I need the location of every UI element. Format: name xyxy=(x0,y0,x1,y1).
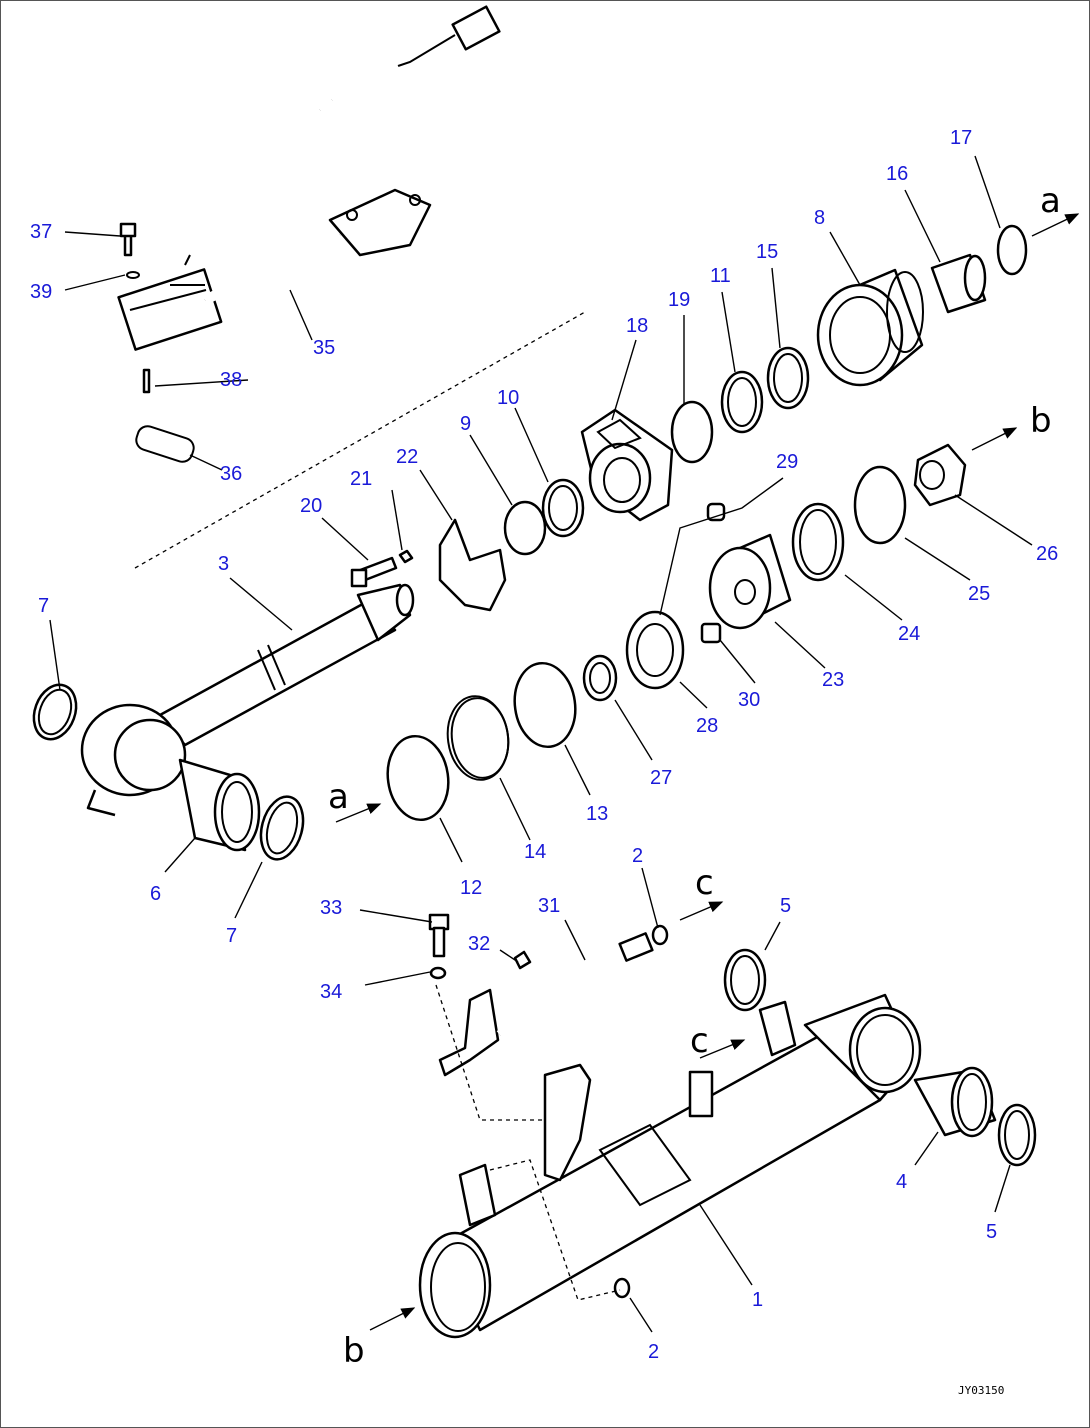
callout-27[interactable]: 27 xyxy=(650,767,672,789)
callout-37[interactable]: 37 xyxy=(30,221,52,243)
callout-20[interactable]: 20 xyxy=(300,495,322,517)
callout-10[interactable]: 10 xyxy=(497,387,519,409)
plug-2a xyxy=(651,924,669,946)
o-ring-13 xyxy=(513,661,577,749)
direction-mark-c: c xyxy=(690,1021,709,1061)
seal-7b xyxy=(259,795,305,861)
callout-34[interactable]: 34 xyxy=(320,981,342,1003)
direction-mark-a: a xyxy=(328,777,349,817)
callout-25[interactable]: 25 xyxy=(968,583,990,605)
callout-32[interactable]: 32 xyxy=(468,933,490,955)
ring-19 xyxy=(670,400,714,464)
callout-21[interactable]: 21 xyxy=(350,468,372,490)
piston-28 xyxy=(625,610,685,690)
cylinder-head-8 xyxy=(816,268,924,387)
callout-28[interactable]: 28 xyxy=(696,715,718,737)
callout-8[interactable]: 8 xyxy=(814,207,825,229)
callout-2[interactable]: 2 xyxy=(632,845,643,867)
callout-4[interactable]: 4 xyxy=(896,1171,907,1193)
washer-21 xyxy=(398,549,414,564)
callout-11[interactable]: 11 xyxy=(710,265,731,287)
callout-30[interactable]: 30 xyxy=(738,689,760,711)
callout-26[interactable]: 26 xyxy=(1036,543,1058,565)
washer-34 xyxy=(429,966,447,980)
callout-29[interactable]: 29 xyxy=(776,451,798,473)
wear-ring-24 xyxy=(791,502,845,582)
direction-mark-c: c xyxy=(695,863,714,903)
hose-31 xyxy=(438,932,654,1077)
stopper-18 xyxy=(580,408,674,522)
callout-13[interactable]: 13 xyxy=(586,803,608,825)
figure-reference: JY03150 xyxy=(958,1384,1004,1397)
callout-15[interactable]: 15 xyxy=(756,241,778,263)
callout-14[interactable]: 14 xyxy=(524,841,546,863)
callout-17[interactable]: 17 xyxy=(950,127,972,149)
callout-22[interactable]: 22 xyxy=(396,446,418,468)
callout-35[interactable]: 35 xyxy=(313,337,335,359)
callout-36[interactable]: 36 xyxy=(220,463,242,485)
callout-19[interactable]: 19 xyxy=(668,289,690,311)
callout-1[interactable]: 1 xyxy=(752,1289,763,1311)
backup-ring-14 xyxy=(446,695,510,781)
callout-6[interactable]: 6 xyxy=(150,883,161,905)
cylinder-tube xyxy=(418,993,922,1339)
callout-12[interactable]: 12 xyxy=(460,877,482,899)
direction-mark-a: a xyxy=(1040,181,1061,221)
callout-2[interactable]: 2 xyxy=(648,1341,659,1363)
snap-ring-17 xyxy=(996,224,1028,276)
ring-25 xyxy=(853,465,907,545)
plug-30 xyxy=(700,622,722,644)
callout-16[interactable]: 16 xyxy=(886,163,908,185)
piston-rod xyxy=(80,583,415,817)
nut-29 xyxy=(706,502,726,522)
callout-31[interactable]: 31 xyxy=(538,895,560,917)
sensor-assembly xyxy=(117,5,501,463)
callout-39[interactable]: 39 xyxy=(30,281,52,303)
plate-22 xyxy=(438,518,507,612)
callout-7[interactable]: 7 xyxy=(38,595,49,617)
bolt-33 xyxy=(428,913,450,958)
ring-9 xyxy=(503,500,547,556)
direction-mark-b: b xyxy=(1030,401,1052,441)
dust-seal-7a xyxy=(32,683,78,741)
bushing-6 xyxy=(178,758,261,852)
piston-23 xyxy=(708,533,792,630)
o-ring-12 xyxy=(386,734,450,822)
bolt-20 xyxy=(350,556,398,588)
callout-5[interactable]: 5 xyxy=(780,895,791,917)
callout-7[interactable]: 7 xyxy=(226,925,237,947)
callout-3[interactable]: 3 xyxy=(218,553,229,575)
callout-23[interactable]: 23 xyxy=(822,669,844,691)
nut-26 xyxy=(913,443,967,507)
callout-38[interactable]: 38 xyxy=(220,369,242,391)
clamp-32 xyxy=(513,950,532,970)
callout-9[interactable]: 9 xyxy=(460,413,471,435)
bushing-4 xyxy=(913,1066,997,1138)
callout-5[interactable]: 5 xyxy=(986,1221,997,1243)
direction-mark-b: b xyxy=(343,1331,365,1371)
plug-2b xyxy=(613,1277,631,1299)
callout-24[interactable]: 24 xyxy=(898,623,920,645)
leader-lines xyxy=(49,155,1033,1333)
section-divider xyxy=(134,311,586,569)
callout-33[interactable]: 33 xyxy=(320,897,342,919)
callout-18[interactable]: 18 xyxy=(626,315,648,337)
callout-numbers: 37 39 38 36 35 7 3 20 21 22 9 10 18 19 1… xyxy=(30,127,1058,1363)
